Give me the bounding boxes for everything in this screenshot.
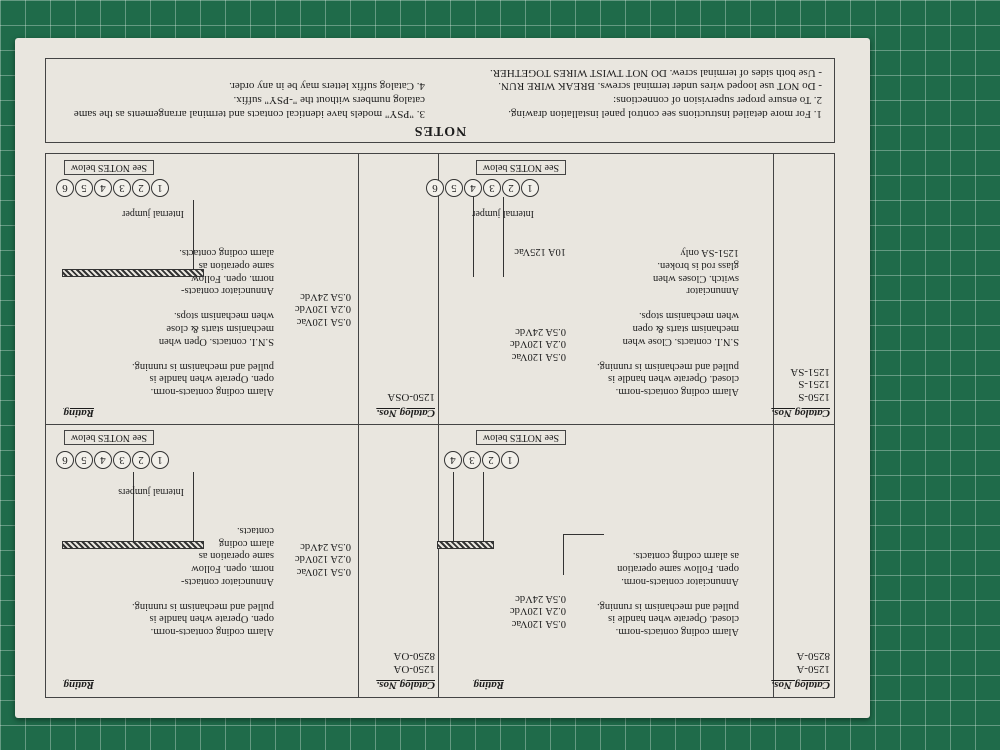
- terminal: 2: [482, 451, 500, 469]
- internal-jumper-label: Internal jumper: [122, 208, 184, 219]
- terminal: 3: [483, 179, 501, 197]
- terminal: 3: [113, 451, 131, 469]
- wiring-table: Catalog Nos. 1250-A 8250-A Rating Alarm …: [45, 153, 835, 698]
- internal-jumper-label: Internal jumpers: [118, 486, 184, 497]
- terminal: 2: [132, 179, 150, 197]
- terminal: 5: [445, 179, 463, 197]
- rating-header: Rating: [63, 679, 94, 691]
- terminal: 1: [151, 179, 169, 197]
- see-notes-label: See NOTES below: [63, 430, 154, 445]
- rating-values: 0.5A 120Vac 0.2A 120Vdc 0.5A 24Vdc: [295, 290, 351, 327]
- rating-header: Rating: [473, 679, 504, 691]
- rating-values: 0.5A 120Vac 0.2A 120Vdc 0.5A 24Vdc: [295, 540, 351, 577]
- catalog-header: Catalog Nos.: [771, 679, 830, 691]
- note-item: - Use both sides of terminal screw. DO N…: [490, 66, 822, 79]
- contact-description: Alarm coding contacts-norm. closed. Oper…: [596, 550, 739, 637]
- instruction-sheet: Catalog Nos. 1250-A 8250-A Rating Alarm …: [15, 38, 870, 718]
- see-notes-label: See NOTES below: [475, 160, 566, 175]
- rating-header: Rating: [63, 407, 94, 419]
- contact-description: Alarm coding contacts-norm. closed. Oper…: [596, 247, 739, 397]
- see-notes-label: See NOTES below: [475, 430, 566, 445]
- terminal: 6: [426, 179, 444, 197]
- rating-values: 0.5A 120Vac 0.2A 120Vdc 0.5A 24Vdc: [510, 325, 566, 362]
- terminal: 4: [464, 179, 482, 197]
- terminal: 4: [94, 179, 112, 197]
- catalog-header: Catalog Nos.: [771, 407, 830, 419]
- see-notes-label: See NOTES below: [63, 160, 154, 175]
- terminal: 6: [56, 451, 74, 469]
- terminal: 1: [501, 451, 519, 469]
- note-item: 1. For more detailed instructions see co…: [508, 108, 822, 120]
- catalog-numbers: 1250-A 8250-A: [796, 650, 830, 675]
- note-item: 4. Catalog suffix letters may be in any …: [229, 80, 425, 93]
- catalog-numbers: 1250-OSA: [387, 391, 435, 403]
- catalog-numbers: 1250-S 1251-S 1251-SA: [790, 365, 830, 403]
- mechanism-bar: [437, 541, 494, 549]
- note-item: 3. "PSY" models have identical contacts …: [73, 94, 425, 120]
- catalog-header: Catalog Nos.: [376, 407, 435, 419]
- terminal: 1: [521, 179, 539, 197]
- catalog-header: Catalog Nos.: [376, 679, 435, 691]
- note-item: - Do NOT use looped wires under terminal…: [498, 80, 822, 93]
- terminal: 4: [444, 451, 462, 469]
- terminal: 6: [56, 179, 74, 197]
- terminal: 3: [113, 179, 131, 197]
- mechanism-bar: [62, 541, 204, 549]
- notes-section: NOTES 1. For more detailed instructions …: [45, 58, 835, 143]
- terminal: 4: [94, 451, 112, 469]
- mechanism-bar: [62, 269, 204, 277]
- internal-jumper-label: Internal jumper: [472, 208, 534, 219]
- terminal: 1: [151, 451, 169, 469]
- terminal: 2: [132, 451, 150, 469]
- terminal: 3: [463, 451, 481, 469]
- upside-down-content: Catalog Nos. 1250-A 8250-A Rating Alarm …: [45, 58, 835, 698]
- terminal: 5: [75, 451, 93, 469]
- terminal: 2: [502, 179, 520, 197]
- note-item: 2. To ensure proper supervision of conne…: [613, 94, 822, 107]
- notes-title: NOTES: [413, 123, 467, 138]
- rating-values-annunciator: 10A 125Vac: [514, 246, 566, 257]
- catalog-numbers: 1250-OA 8250-OA: [393, 650, 435, 675]
- terminal: 5: [75, 179, 93, 197]
- rating-values: 0.5A 120Vac 0.2A 120Vdc 0.5A 24Vdc: [510, 592, 566, 629]
